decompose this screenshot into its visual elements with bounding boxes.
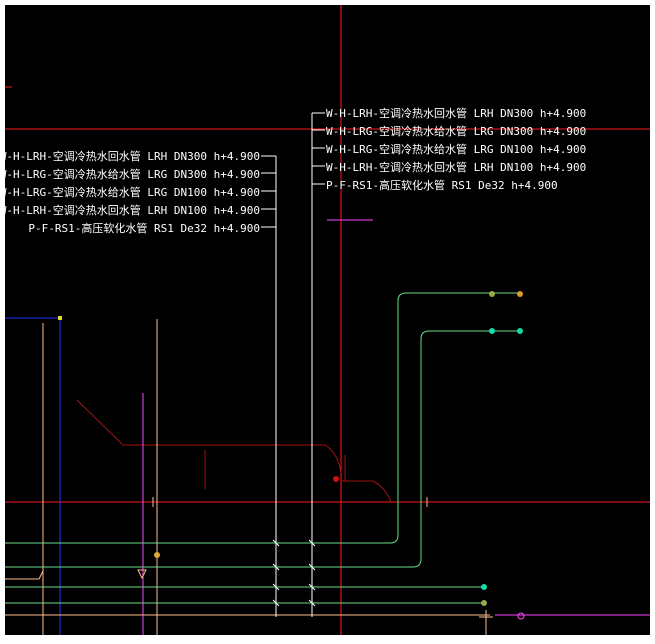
node-lrg-dn300-a[interactable] [489,328,495,334]
annotation-left-4[interactable]: W-H-LRH-空调冷热水回水管 LRH DN100 h+4.900 [5,203,260,217]
magenta-elements [142,219,650,635]
node-lrg-dn100[interactable] [481,584,487,590]
duct-path-upper [76,399,342,474]
axis-lines [5,5,650,635]
green-pipes [5,292,520,604]
annotation-group-right: W-H-LRH-空调冷热水回水管 LRH DN300 h+4.900 W-H-L… [326,106,586,192]
node-lrh-dn300-a[interactable] [489,291,495,297]
node-lrh-dn300-b[interactable] [517,291,523,297]
annotation-right-5[interactable]: P-F-RS1-高压软化水管 RS1 De32 h+4.900 [326,178,558,192]
duct-path-lower [341,480,392,503]
annotation-right-2[interactable]: W-H-LRG-空调冷热水给水管 LRG DN300 h+4.900 [326,124,586,138]
annotation-right-1[interactable]: W-H-LRH-空调冷热水回水管 LRH DN300 h+4.900 [326,106,586,120]
annotation-left-2[interactable]: W-H-LRG-空调冷热水给水管 LRG DN300 h+4.900 [5,167,260,181]
pipe-nodes [154,291,525,620]
annotation-left-5[interactable]: P-F-RS1-高压软化水管 RS1 De32 h+4.900 [28,221,260,235]
pipe-lrh-dn300[interactable] [5,292,520,544]
node-bottom-magenta[interactable] [517,612,525,620]
node-lrh-dn100[interactable] [481,600,487,606]
node-lrg-dn300-b[interactable] [517,328,523,334]
orange-bracket [479,616,493,627]
duct-node [333,476,339,482]
pipe-marker-small [137,569,147,580]
annotation-left-3[interactable]: W-H-LRG-空调冷热水给水管 LRG DN100 h+4.900 [5,185,260,199]
node-left-pipe[interactable] [154,552,160,558]
leader-lines [261,112,325,617]
cad-drawing-viewport[interactable]: W-H-LRH-空调冷热水回水管 LRH DN300 h+4.900 W-H-L… [5,5,650,635]
annotation-group-left: W-H-LRH-空调冷热水回水管 LRH DN300 h+4.900 W-H-L… [5,149,260,235]
blue-corner-node [58,316,62,320]
leader-ticks-right [308,539,316,607]
duct-route [76,399,392,503]
blue-outline [5,316,62,635]
pipe-lrg-dn300[interactable] [5,330,520,568]
annotation-right-4[interactable]: W-H-LRH-空调冷热水回水管 LRH DN100 h+4.900 [326,160,586,174]
cad-drawing[interactable]: W-H-LRH-空调冷热水回水管 LRH DN300 h+4.900 W-H-L… [5,5,650,635]
orange-lines [5,319,493,635]
orange-hook [5,570,44,580]
leader-ticks-left [272,539,280,607]
annotation-right-3[interactable]: W-H-LRG-空调冷热水给水管 LRG DN100 h+4.900 [326,142,586,156]
annotation-left-1[interactable]: W-H-LRH-空调冷热水回水管 LRH DN300 h+4.900 [5,149,260,163]
